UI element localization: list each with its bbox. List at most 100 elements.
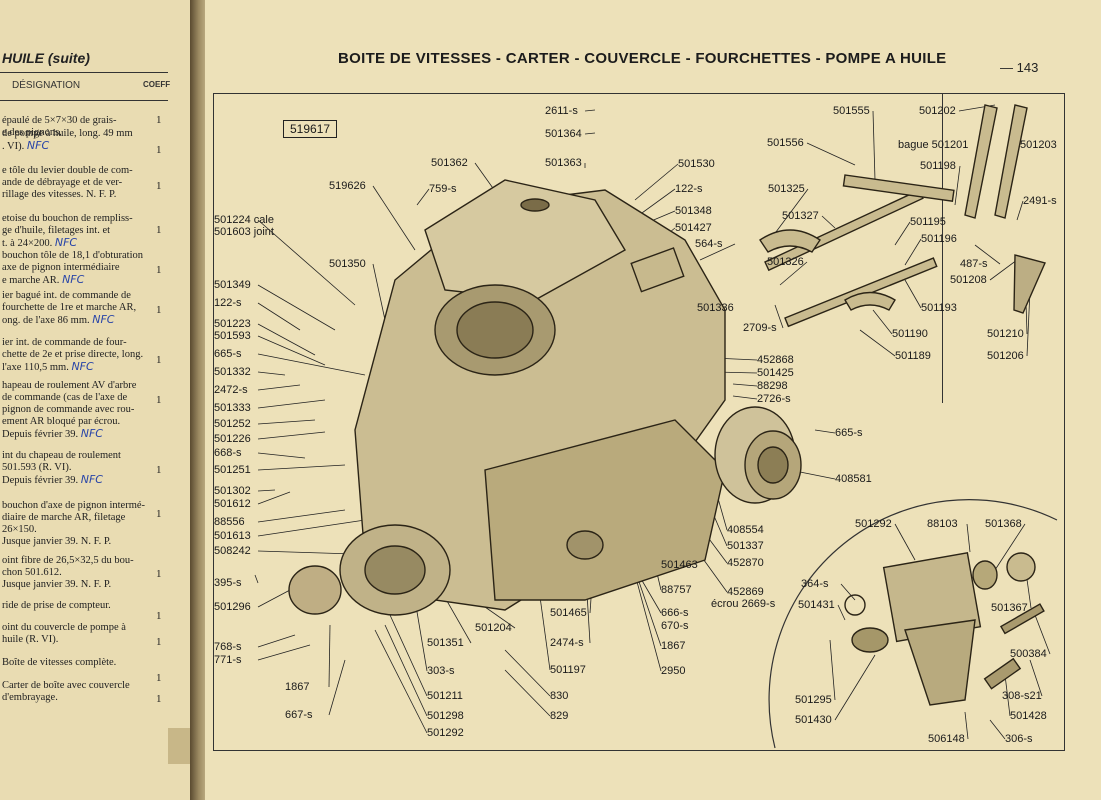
- callout-label: 759-s: [429, 183, 457, 195]
- leader-line: [257, 353, 366, 376]
- leader-line: [584, 109, 596, 112]
- callout-label: 501226: [214, 433, 251, 445]
- callout-label: 501295: [795, 694, 832, 706]
- callout-label: 501292: [427, 727, 464, 739]
- callout-label: 501465: [550, 607, 587, 619]
- entry-quantity: 1: [156, 672, 162, 684]
- entry-text: oint fibre de 26,5×32,5 du bou- chon 501…: [2, 555, 134, 590]
- callout-label: 665-s: [835, 427, 863, 439]
- leader-line: [257, 589, 291, 608]
- callout-label: 501204: [475, 622, 512, 634]
- callout-label: 408554: [727, 524, 764, 536]
- callout-label: 666-s: [661, 607, 689, 619]
- oil-pump-drawing: [844, 551, 1045, 706]
- callout-label: 668-s: [214, 447, 242, 459]
- callout-label: 665-s: [214, 348, 242, 360]
- leader-line: [254, 574, 259, 584]
- callout-label: 303-s: [427, 665, 455, 677]
- callout-label: 2472-s: [214, 384, 248, 396]
- callout-label: 768-s: [214, 641, 242, 653]
- callout-label: 501362: [431, 157, 468, 169]
- callout-label: 829: [550, 710, 569, 722]
- leader-line: [859, 329, 896, 357]
- callout-label: 501198: [920, 160, 956, 172]
- parts-list-entry: épaulé de 5×7×30 de grais- e des pignons…: [2, 115, 150, 139]
- callout-label: 501428: [1010, 710, 1047, 722]
- leader-line: [328, 624, 331, 688]
- callout-label: 2726-s: [757, 393, 791, 405]
- callout-label: 670-s: [661, 620, 689, 632]
- figure-divider: [942, 93, 943, 403]
- callout-label: 771-s: [214, 654, 242, 666]
- callout-label: 452869: [727, 586, 764, 598]
- callout-label: 501333: [214, 402, 251, 414]
- callout-label: 452868: [757, 354, 794, 366]
- callout-label: 2950: [661, 665, 686, 677]
- leader-line: [584, 132, 596, 135]
- entry-text: etoise du bouchon de rempliss- ge d'huil…: [2, 213, 133, 249]
- leader-line: [779, 261, 808, 286]
- coeff-column-header: COEFF: [143, 80, 171, 89]
- entry-quantity: 1: [156, 636, 162, 648]
- entry-quantity: 1: [156, 693, 162, 705]
- callout-label: 501555: [833, 105, 870, 117]
- entry-text: hapeau de roulement AV d'arbre de comman…: [2, 380, 137, 440]
- callout-label: 501326: [767, 256, 804, 268]
- leader-line: [372, 185, 416, 251]
- callout-label: 501351: [427, 637, 464, 649]
- callout-label: 501223: [214, 318, 251, 330]
- leader-line: [994, 523, 1026, 571]
- parts-list-entry: Boîte de vitesses complète.: [2, 657, 150, 669]
- leader-line: [257, 489, 276, 492]
- parts-list-entry: de pompe à huile, long. 49 mm . VI). NFC: [2, 128, 150, 153]
- leader-line: [257, 464, 346, 471]
- callout-label: 2474-s: [550, 637, 584, 649]
- parts-list-entry: int du chapeau de roulement 501.593 (R. …: [2, 450, 150, 487]
- callout-label: 2611-s: [545, 105, 578, 117]
- leader-line: [257, 452, 306, 459]
- leader-line: [384, 624, 428, 717]
- leader-line: [1016, 200, 1024, 221]
- callout-label: 306-s: [1005, 733, 1033, 745]
- callout-label: 501363: [545, 157, 582, 169]
- callout-label: 501430: [795, 714, 832, 726]
- leader-line: [894, 221, 911, 246]
- callout-label: bague 501201: [898, 139, 969, 151]
- leader-line: [257, 634, 296, 648]
- entry-quantity: 1: [156, 354, 162, 366]
- parts-list-entry: Carter de boîte avec couvercle d'embraya…: [2, 680, 150, 704]
- leader-line: [634, 569, 662, 647]
- leader-line: [989, 259, 1018, 281]
- callout-label: 501593: [214, 330, 251, 342]
- leader-line: [416, 188, 430, 206]
- callout-label: 408581: [835, 473, 872, 485]
- handwritten-note: NFC: [62, 273, 85, 286]
- leader-line: [257, 519, 366, 537]
- callout-label: 501197: [550, 664, 586, 676]
- leader-line: [257, 371, 286, 376]
- entry-text: int du chapeau de roulement 501.593 (R. …: [2, 450, 121, 486]
- callout-label: 501463: [661, 559, 698, 571]
- callout-label: 88757: [661, 584, 692, 596]
- entry-quantity: 1: [156, 464, 162, 476]
- callout-label: 501530: [678, 158, 715, 170]
- parts-list-entry: etoise du bouchon de rempliss- ge d'huil…: [2, 213, 150, 250]
- callout-label: 501296: [214, 601, 251, 613]
- callout-label: 501327: [782, 210, 819, 222]
- parts-list-entry: bouchon d'axe de pignon intermé- diaire …: [2, 500, 150, 548]
- callout-label: 88556: [214, 516, 245, 528]
- leader-line: [374, 629, 428, 734]
- fork-and-rail-drawing: [759, 104, 1046, 328]
- callout-label: 501612: [214, 498, 251, 510]
- tab-marker: [168, 728, 192, 764]
- callout-label: 308-s21: [1002, 690, 1042, 702]
- entry-text: oint du couvercle de pompe à huile (R. V…: [2, 622, 126, 645]
- leader-line: [389, 614, 428, 697]
- leader-line: [699, 243, 736, 261]
- callout-label: 501193: [921, 302, 957, 314]
- exploded-gearbox-drawing: [254, 104, 1058, 749]
- callout-label: 501203: [1020, 139, 1057, 151]
- entry-quantity: 1: [156, 508, 162, 520]
- leader-line: [834, 654, 876, 721]
- callout-label: 501202: [919, 105, 956, 117]
